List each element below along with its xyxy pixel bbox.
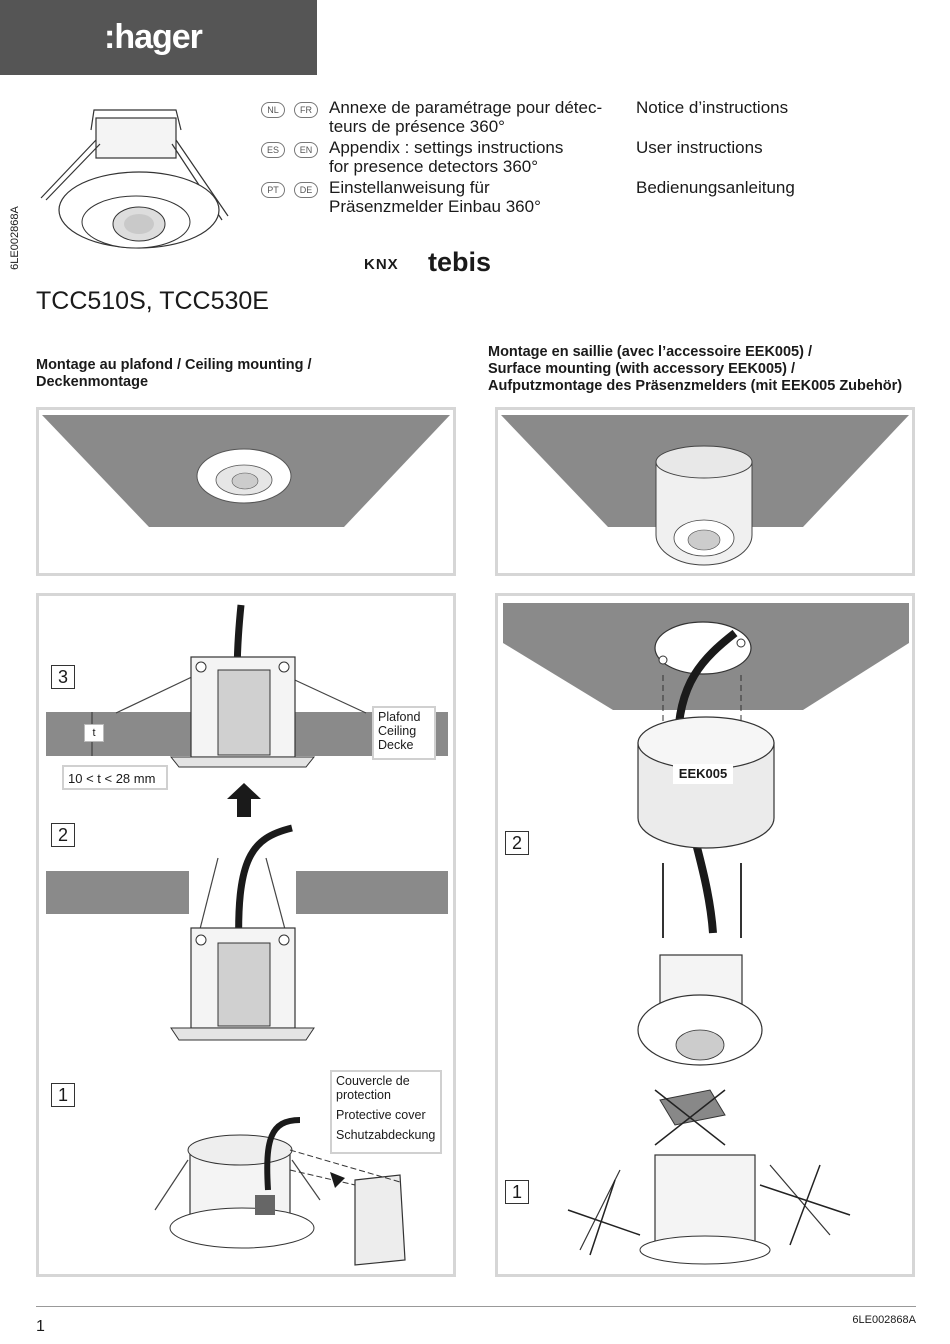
product-title: TCC510S, TCC530E (36, 287, 269, 315)
side-label: Notice d’instructions (636, 98, 789, 117)
lang-code: FR (294, 102, 318, 118)
cover-label-en: Protective cover (336, 1108, 426, 1122)
lang-title-line2: teurs de présence 360° (329, 117, 505, 136)
step-number: 2 (51, 823, 75, 847)
right-section-line3: Aufputzmontage des Präsenzmelders (mit E… (488, 378, 903, 394)
footer-doc-code: 6LE002868A (852, 1314, 916, 1326)
left-section-line1: Montage au plafond / Ceiling mounting / (36, 357, 312, 373)
surface-step2-illustration (503, 603, 909, 938)
hager-logo: :hager (104, 18, 203, 56)
surface-mount-panel (495, 407, 915, 576)
knx-logo: KNX (364, 256, 399, 273)
side-label: Bedienungsanleitung (636, 178, 795, 197)
side-label: User instructions (636, 138, 763, 157)
language-row: ES EN Appendix : settings instructions f… (258, 138, 638, 178)
surface-detector-illustration (637, 954, 763, 1066)
lang-title-line1: Annexe de paramétrage pour détec- (329, 98, 603, 117)
step-number: 1 (51, 1083, 75, 1107)
lang-title-line1: Appendix : settings instructions (329, 138, 564, 157)
step-number: 2 (505, 831, 529, 855)
language-row: PT DE Einstellanweisung für Präsenzmelde… (258, 178, 638, 218)
step-number: 3 (51, 665, 75, 689)
doc-code-vertical: 6LE002868A (9, 206, 21, 270)
step2-illustration (46, 824, 448, 1041)
lang-title-line2: Präsenzmelder Einbau 360° (329, 197, 541, 216)
cover-label-fr1: Couvercle de (336, 1074, 410, 1088)
thickness-label: t (84, 724, 104, 742)
surface-steps-panel (495, 593, 915, 1277)
step-number: 1 (505, 1180, 529, 1204)
ceiling-label-fr: Plafond (378, 710, 421, 724)
flush-mount-panel (36, 407, 456, 576)
language-row: NL FR Annexe de paramétrage pour détec- … (258, 98, 638, 138)
lang-code: ES (261, 142, 285, 158)
up-arrow-icon (227, 783, 261, 817)
page-number: 1 (36, 1318, 45, 1335)
detector-illustration (40, 109, 229, 249)
lang-code: EN (294, 142, 318, 158)
ceiling-label-en: Ceiling (378, 724, 417, 738)
left-section-line2: Deckenmontage (36, 374, 149, 390)
right-section-line2: Surface mounting (with accessory EEK005)… (488, 361, 796, 377)
lang-title-line1: Einstellanweisung für (329, 178, 490, 197)
ceiling-flush-illustration (42, 415, 450, 527)
thickness-range-label: 10 < t < 28 mm (62, 765, 168, 790)
footer-divider (36, 1306, 916, 1307)
step1-illustration (154, 1117, 406, 1266)
right-section-title: Montage en saillie (avec l’accessoire EE… (488, 344, 902, 395)
right-section-line1: Montage en saillie (avec l’accessoire EE… (488, 344, 812, 360)
lang-code: NL (261, 102, 285, 118)
ceiling-label: Plafond Ceiling Decke (372, 706, 436, 760)
tebis-logo: tebis (428, 247, 492, 277)
eek005-label: EEK005 (673, 764, 733, 784)
surface-step1-illustration (567, 1089, 851, 1265)
cover-label-fr2: protection (336, 1088, 391, 1102)
ceiling-steps-panel (36, 593, 456, 1277)
protective-cover-label: Couvercle de protection Protective cover… (330, 1070, 442, 1154)
language-list: NL FR Annexe de paramétrage pour détec- … (258, 98, 638, 218)
lang-title-line2: for presence detectors 360° (329, 157, 539, 176)
left-section-title: Montage au plafond / Ceiling mounting / … (36, 357, 311, 391)
cover-label-de: Schutzabdeckung (336, 1128, 436, 1142)
lang-code: DE (294, 182, 318, 198)
header-bar (0, 0, 317, 75)
ceiling-surface-illustration (501, 415, 909, 566)
lang-code: PT (261, 182, 285, 198)
ceiling-label-de: Decke (378, 738, 414, 752)
